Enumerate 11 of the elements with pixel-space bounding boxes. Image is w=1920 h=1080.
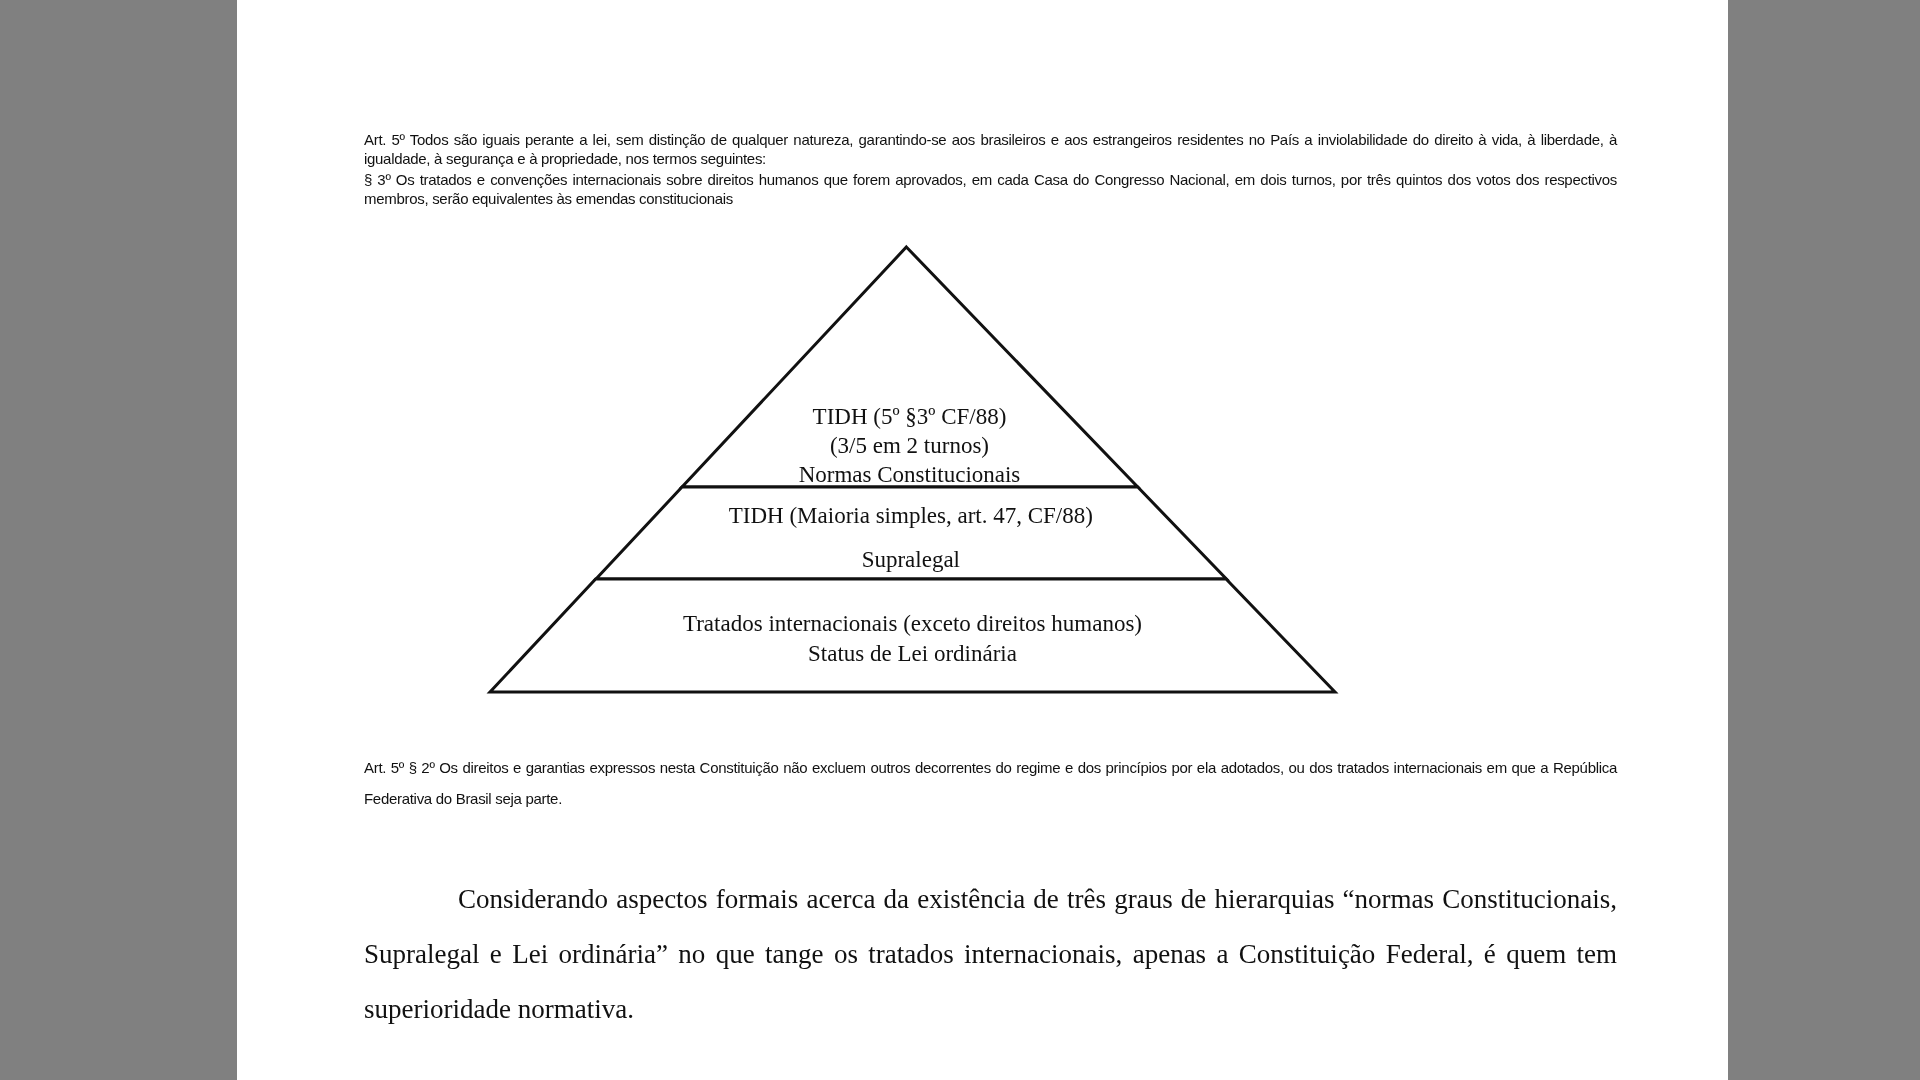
law-article-text: Art. 5º Todos são iguais perante a lei, sem distinção de qualquer natureza, garantindo-se aos brasileiros e aos estrangeiros residentes no País a inviolabilidade do direito à vida, à liberdade, à igualdade, à segurança e à propriedade, nos termos seguintes: <box>364 130 1617 168</box>
pyramid-tier <box>681 247 1138 487</box>
pyramid-tier <box>595 487 1227 579</box>
tier-text: Normas Constitucionais <box>798 461 1021 489</box>
tier-text: TIDH (Maioria simples, art. 47, CF/88) <box>728 502 1093 530</box>
tier-text: (3/5 em 2 turnos) <box>829 432 989 460</box>
tier-text: Supralegal <box>861 546 960 574</box>
body-paragraph: Considerando aspectos formais acerca da existência de três graus de hierarquias “normas Constitucionais, Supralegal e Lei ordinária” no que tange os tratados internacionais, apenas a Constituição Federal, é quem tem superioridade normativa. <box>364 883 1617 1026</box>
law-article-text: § 3º Os tratados e convenções internacionais sobre direitos humanos que forem aprovados, em cada Casa do Congresso Nacional, em dois turnos, por três quintos dos votos dos respectivos membros, serão equivalentes às emendas constitucionais <box>364 170 1617 208</box>
law-article-text: Art. 5º § 2º Os direitos e garantias expressos nesta Constituição não excluem outros decorrentes do regime e dos princípios por ela adotados, ou dos tratados internacionais em que a República Federativa do Brasil seja parte. <box>364 758 1617 809</box>
tier-text: TIDH (5º §3º CF/88) <box>812 403 1007 431</box>
